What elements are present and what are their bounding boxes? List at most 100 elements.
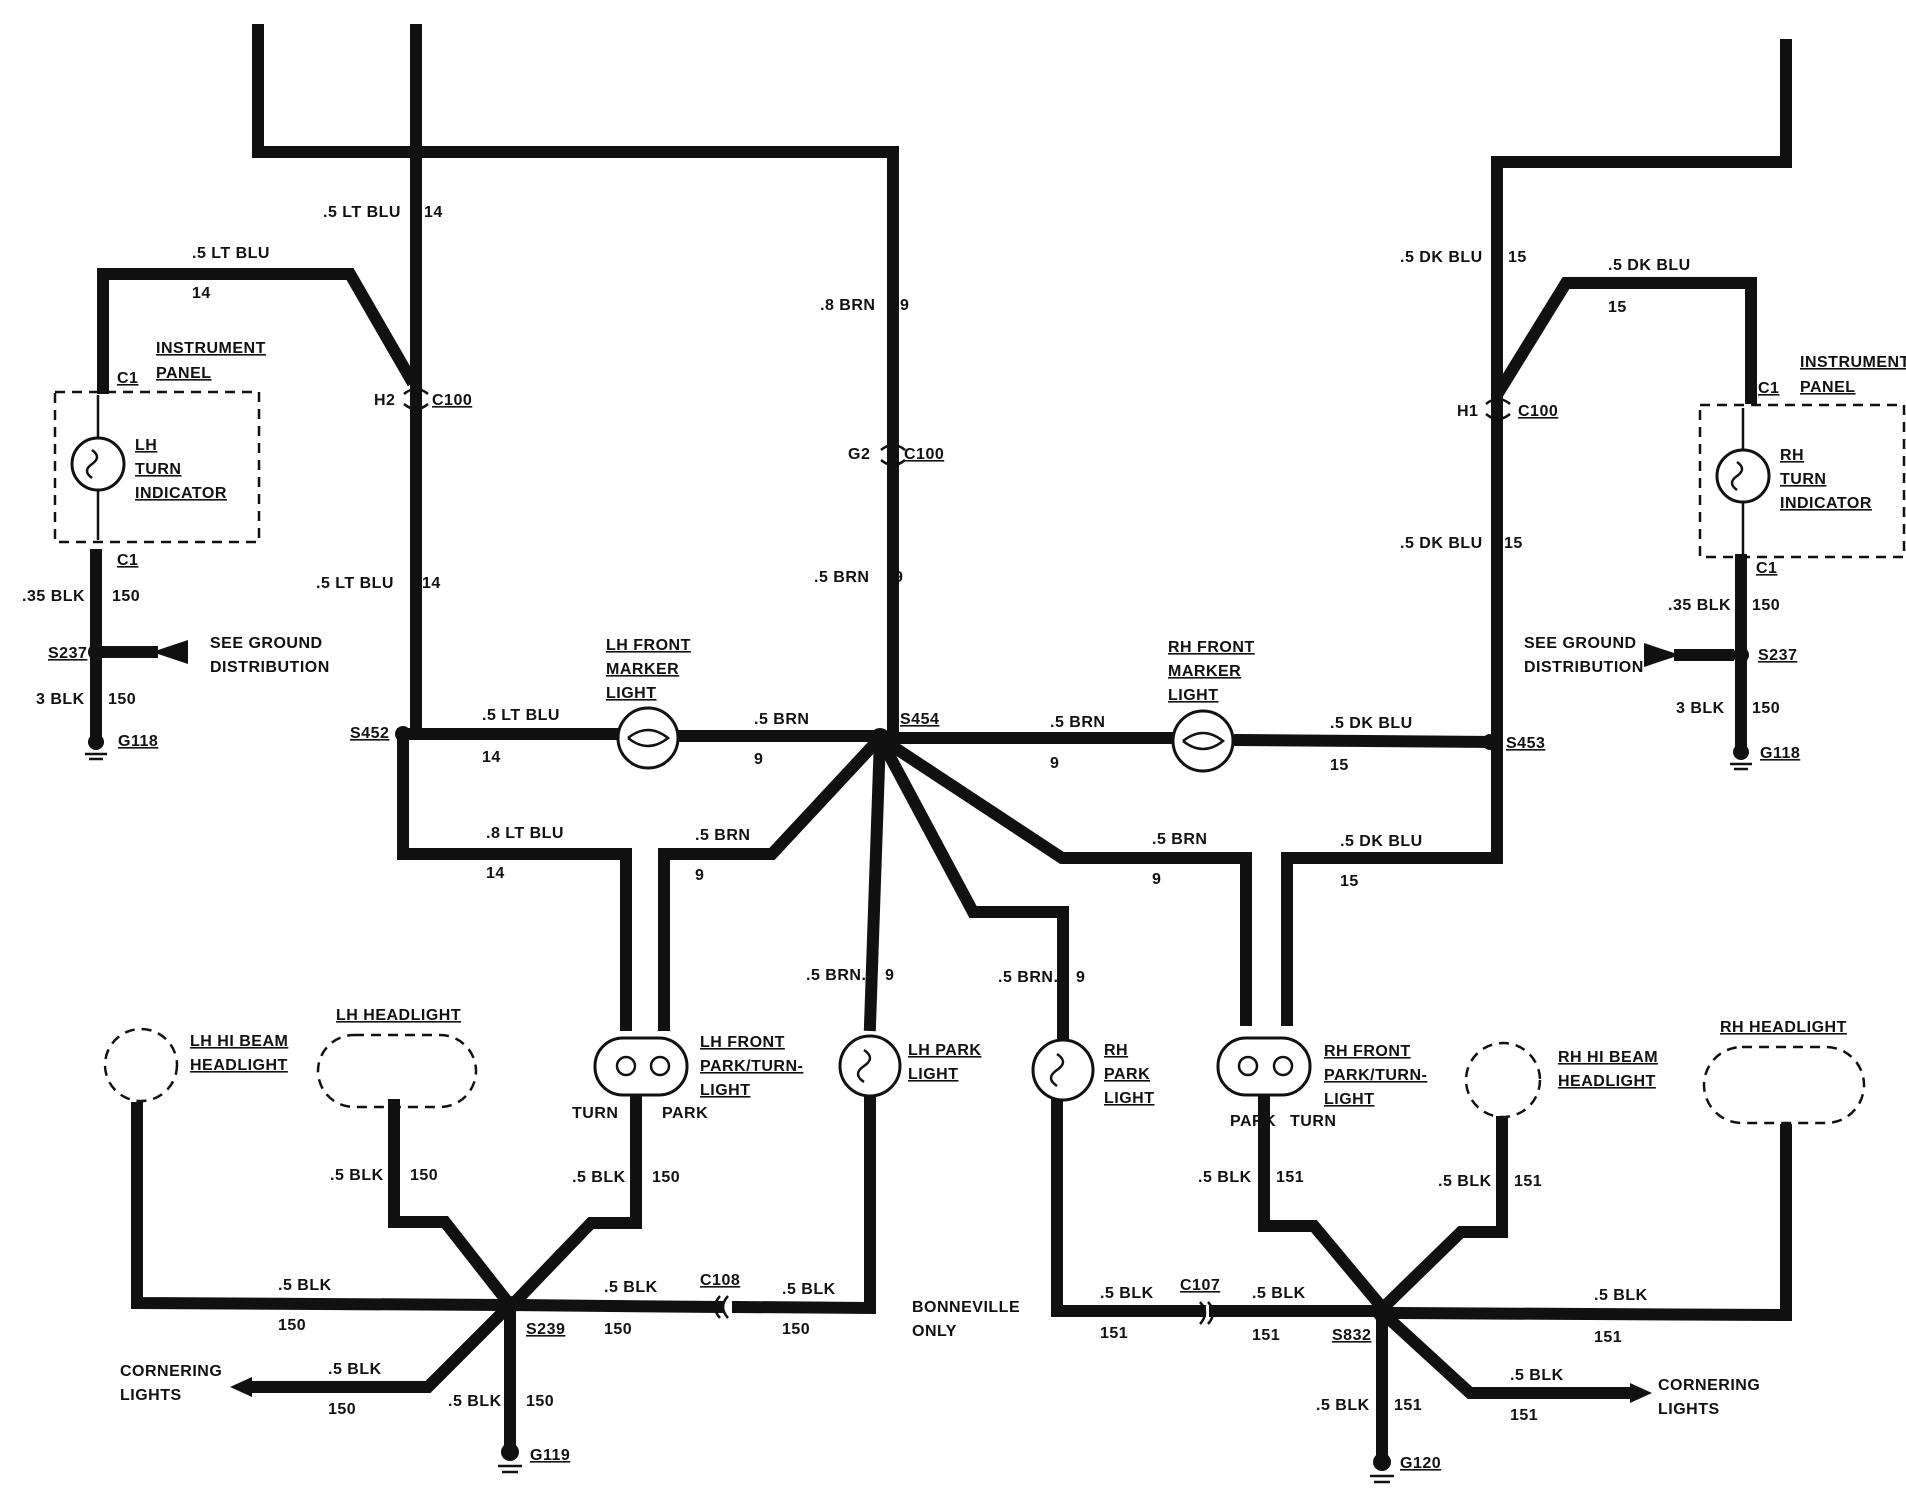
- instrument-panel-lh: [53, 390, 261, 544]
- cornering-label: CORNERING: [1658, 1377, 1760, 1394]
- circuit-label: 150: [526, 1393, 554, 1410]
- rh-turn-indicator-label: INDICATOR: [1780, 495, 1872, 512]
- lh-headlight-label: LH HEADLIGHT: [336, 1007, 461, 1024]
- lh-marker-label: LH FRONT: [606, 637, 691, 654]
- wire-label: .5 LT BLU: [323, 204, 401, 221]
- turn-label: TURN: [572, 1105, 618, 1122]
- splice-s237: S237: [48, 645, 87, 662]
- ground-icons: [85, 734, 1752, 1484]
- rh-marker-label: RH FRONT: [1168, 639, 1255, 656]
- instrument-panel-label: PANEL: [156, 365, 212, 382]
- arrow-icons: [152, 640, 1680, 1403]
- rh-park-light-icon: [1031, 1038, 1095, 1102]
- circuit-label: 9: [1152, 871, 1161, 888]
- wire-label: .8 LT BLU: [486, 825, 564, 842]
- wire-lh-turn-gnd: [508, 1091, 642, 1309]
- rh-headlight-label: RH HEADLIGHT: [1720, 1019, 1847, 1036]
- instrument-panel-label: INSTRUMENT: [156, 340, 266, 357]
- lh-marker-label: MARKER: [606, 661, 679, 678]
- splice-s239: S239: [526, 1321, 565, 1338]
- wire-label: .5 BRN: [1050, 714, 1105, 731]
- lh-hi-beam-label: LH HI BEAM: [190, 1033, 288, 1050]
- wire-dk-blu-marker: [1233, 733, 1497, 749]
- rh-park-light-label: LIGHT: [1104, 1090, 1155, 1107]
- rh-park-light-label: PARK: [1104, 1066, 1150, 1083]
- circuit-label: 150: [328, 1401, 356, 1418]
- lh-front-park-turn-icon: [593, 1036, 689, 1097]
- wire-label: .5 DK BLU: [1330, 715, 1413, 732]
- circuit-label: 9: [885, 967, 894, 984]
- wire-label: .35 BLK: [1668, 597, 1731, 614]
- wire-label: .5 DK BLU: [1400, 535, 1483, 552]
- wire-label: .5 BLK: [1198, 1169, 1252, 1186]
- rh-turn-indicator-label: TURN: [1780, 471, 1826, 488]
- connector-c108: C108: [700, 1272, 740, 1289]
- wire-label: .5 BRN.: [806, 967, 866, 984]
- labels: .5 LT BLU 14 .5 LT BLU 14 .8 BRN 9 .5 DK…: [22, 204, 1906, 1472]
- lh-hi-beam-icon: [103, 1027, 179, 1103]
- wire-label: .5 BLK: [328, 1361, 382, 1378]
- circuit-label: 14: [192, 285, 211, 302]
- splice-s453: S453: [1506, 735, 1545, 752]
- wire-rh-indicator: [1491, 277, 1757, 404]
- rh-turn-indicator-icon: [1715, 408, 1771, 554]
- lh-marker-label: LIGHT: [606, 685, 657, 702]
- connector-g2: G2: [848, 446, 870, 463]
- connector-c100: C100: [904, 446, 944, 463]
- rh-marker-light-icon: [1171, 709, 1235, 773]
- connector-c1: C1: [1756, 560, 1777, 577]
- rh-park-turn-label: RH FRONT: [1324, 1043, 1411, 1060]
- wire-lh-headlight-gnd: [388, 1099, 519, 1314]
- circuit-label: 151: [1594, 1329, 1622, 1346]
- splice-s452: S452: [350, 725, 389, 742]
- circuit-label: 14: [482, 749, 501, 766]
- wire-label: .5 BLK: [572, 1169, 626, 1186]
- wire-label: .8 BRN: [820, 297, 875, 314]
- lh-headlight-icon: [316, 1033, 478, 1109]
- wire-label: .5 BRN.: [998, 969, 1058, 986]
- circuit-label: 150: [782, 1321, 810, 1338]
- wire-label: .5 BLK: [604, 1279, 658, 1296]
- circuit-label: 150: [652, 1169, 680, 1186]
- rh-turn-indicator-label: RH: [1780, 447, 1804, 464]
- wire-brn-rh-parkturn: [871, 729, 1252, 1026]
- circuit-label: 151: [1510, 1407, 1538, 1424]
- turn-label: TURN: [1290, 1113, 1336, 1130]
- wire-rh-cornering: [1377, 1307, 1636, 1399]
- circuit-label: 14: [422, 575, 441, 592]
- circuit-label: 150: [278, 1317, 306, 1334]
- wire-lt-blu-turn: [397, 728, 632, 1031]
- rh-front-park-turn-icon: [1216, 1036, 1312, 1097]
- wire-blk-rh-park: [1051, 1094, 1206, 1317]
- circuit-label: 15: [1340, 873, 1359, 890]
- connector-h2: H2: [374, 392, 395, 409]
- instrument-panel-label: PANEL: [1800, 379, 1856, 396]
- rh-hi-beam-label: RH HI BEAM: [1558, 1049, 1658, 1066]
- lh-marker-light-icon: [616, 706, 680, 770]
- wire-brn-rh-park: [871, 729, 1069, 1046]
- connector-h1: H1: [1457, 403, 1478, 420]
- circuit-label: 151: [1100, 1325, 1128, 1342]
- rh-park-turn-label: LIGHT: [1324, 1091, 1375, 1108]
- wire-label: .5 BLK: [1252, 1285, 1306, 1302]
- circuit-label: 15: [1504, 535, 1523, 552]
- lh-turn-indicator-label: INDICATOR: [135, 485, 227, 502]
- wire-label: .5 BLK: [330, 1167, 384, 1184]
- circuit-label: 151: [1276, 1169, 1304, 1186]
- wire-label: .5 BRN: [695, 827, 750, 844]
- connector-marks: [403, 387, 1511, 1325]
- rh-headlight-icon: [1702, 1045, 1866, 1125]
- rh-park-turn-label: PARK/TURN-: [1324, 1067, 1427, 1084]
- wire-label: .5 BLK: [782, 1281, 836, 1298]
- lh-turn-indicator-icon: [70, 395, 126, 540]
- circuit-label: 150: [108, 691, 136, 708]
- wire-label: .5 BLK: [278, 1277, 332, 1294]
- wire-label: .5 BLK: [1100, 1285, 1154, 1302]
- wire-label: .5 LT BLU: [482, 707, 560, 724]
- lh-park-light-icon: [838, 1034, 902, 1098]
- connector-c100: C100: [1518, 403, 1558, 420]
- circuit-label: 151: [1252, 1327, 1280, 1344]
- wire-label: 3 BLK: [1676, 700, 1725, 717]
- wire-label: .5 LT BLU: [192, 245, 270, 262]
